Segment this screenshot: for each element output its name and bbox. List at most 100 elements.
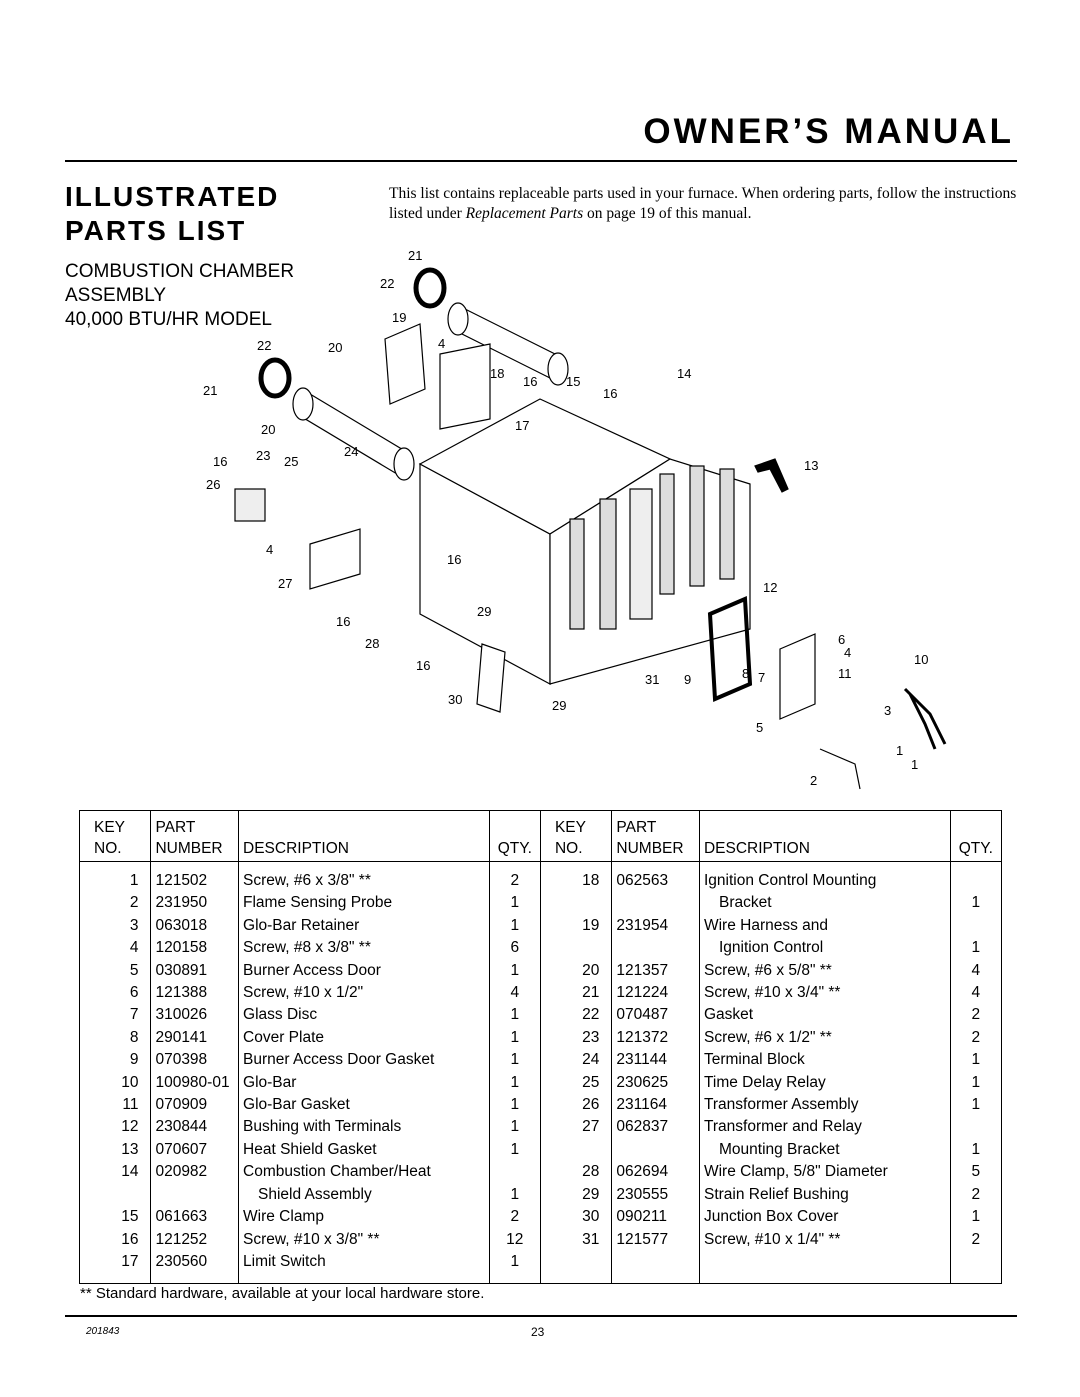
cell-description: Screw, #10 x 1/4" ** — [698, 1228, 951, 1251]
assembly-subtitle: COMBUSTION CHAMBER ASSEMBLY 40,000 BTU/H… — [65, 260, 294, 332]
cell-part-number: 070398 — [150, 1049, 240, 1072]
cell-qty: 1 — [949, 1206, 1003, 1229]
callout-label: 11 — [838, 666, 852, 681]
callout-label: 18 — [490, 366, 504, 381]
cell-qty: 1 — [949, 892, 1003, 915]
cell-part-number: 230844 — [150, 1116, 240, 1139]
callout-label: 20 — [328, 340, 342, 355]
cell-key-no: 20 — [539, 959, 613, 983]
cell-qty: 1 — [488, 1004, 541, 1027]
cell-key-no: 30 — [539, 1206, 613, 1229]
cell-part-number — [150, 1183, 240, 1207]
callout-label: 30 — [448, 692, 462, 707]
callout-label: 25 — [284, 454, 298, 469]
cell-key-no: 28 — [539, 1161, 613, 1184]
cell-part-number: 290141 — [150, 1026, 240, 1050]
cell-part-number — [611, 1250, 700, 1284]
cell-key-no: 7 — [78, 1004, 152, 1027]
cell-description: Transformer Assembly — [698, 1094, 951, 1117]
cell-key-no — [539, 1138, 613, 1162]
cell-description: Limit Switch — [238, 1250, 490, 1284]
callout-label: 6 — [838, 632, 845, 647]
cell-key-no: 23 — [539, 1026, 613, 1050]
cell-part-number: 121224 — [611, 982, 700, 1005]
cell-description: Wire Clamp, 5/8" Diameter — [698, 1161, 951, 1184]
cell-part-number — [611, 937, 700, 960]
callout-label: 8 — [742, 666, 749, 681]
cell-qty: 5 — [949, 1161, 1003, 1184]
cell-key-no — [539, 892, 613, 915]
callout-label: 10 — [914, 652, 928, 667]
intro-text-before: This list contains replaceable parts use… — [389, 185, 1017, 222]
cell-key-no: 8 — [78, 1026, 152, 1050]
callout-label: 21 — [203, 383, 217, 398]
cell-qty: 1 — [488, 1094, 541, 1117]
cell-part-number: 231144 — [611, 1049, 700, 1072]
header-qty: QTY. — [488, 810, 541, 862]
cell-part-number: 070909 — [150, 1094, 240, 1117]
callout-label: 1 — [896, 743, 903, 758]
section-title-line1: ILLUSTRATED — [65, 181, 280, 212]
cell-description: Screw, #10 x 1/2" — [238, 982, 490, 1005]
cell-part-number: 230555 — [611, 1183, 700, 1207]
cell-key-no: 22 — [539, 1004, 613, 1027]
cell-part-number: 310026 — [150, 1004, 240, 1027]
cell-part-number: 020982 — [150, 1161, 240, 1184]
ignition-control-bracket — [439, 343, 491, 430]
cell-description: Mounting Bracket — [698, 1138, 951, 1162]
cell-qty: 1 — [949, 1094, 1003, 1117]
document-id: 201843 — [86, 1326, 120, 1337]
cell-description: Glo-Bar Retainer — [238, 914, 490, 938]
cell-part-number: 121577 — [611, 1228, 700, 1251]
callout-label: 23 — [256, 448, 270, 463]
cell-part-number: 030891 — [150, 959, 240, 983]
cell-description: Combustion Chamber/Heat — [238, 1161, 490, 1184]
cell-description: Screw, #10 x 3/4" ** — [698, 982, 951, 1005]
cell-qty: 4 — [949, 959, 1003, 983]
cell-description: Terminal Block — [698, 1049, 951, 1072]
cell-key-no — [78, 1183, 152, 1207]
cell-key-no: 19 — [539, 914, 613, 938]
cell-part-number: 070607 — [150, 1138, 240, 1162]
cell-key-no: 4 — [78, 937, 152, 960]
cell-description — [698, 1250, 951, 1284]
callout-label: 16 — [447, 552, 461, 567]
callout-label: 21 — [408, 248, 422, 263]
cell-part-number — [611, 892, 700, 915]
cell-qty: 1 — [949, 1138, 1003, 1162]
cell-part-number: 062837 — [611, 1116, 700, 1139]
subtitle-line1: COMBUSTION CHAMBER — [65, 261, 295, 282]
cell-key-no — [539, 937, 613, 960]
callout-label: 16 — [213, 454, 227, 469]
callout-label: 17 — [515, 418, 529, 433]
callout-label: 22 — [257, 338, 271, 353]
callout-label: 12 — [763, 580, 777, 595]
cell-description: Bracket — [698, 892, 951, 915]
header-description: DESCRIPTION — [698, 810, 951, 862]
subtitle-line2: ASSEMBLY — [65, 285, 167, 306]
cell-qty: 2 — [949, 1228, 1003, 1251]
cell-qty: 2 — [949, 1026, 1003, 1050]
footnote: ** Standard hardware, available at your … — [80, 1285, 485, 1302]
cell-part-number: 230625 — [611, 1071, 700, 1095]
callout-label: 16 — [523, 374, 537, 389]
cell-part-number: 121357 — [611, 959, 700, 983]
footer-divider — [65, 1315, 1017, 1317]
cell-qty: 1 — [488, 1116, 541, 1139]
cell-key-no: 5 — [78, 959, 152, 983]
cell-qty: 1 — [488, 914, 541, 938]
cell-qty — [949, 1116, 1003, 1139]
cell-part-number: 121252 — [150, 1228, 240, 1251]
cell-qty: 1 — [949, 1049, 1003, 1072]
cell-description: Burner Access Door Gasket — [238, 1049, 490, 1072]
